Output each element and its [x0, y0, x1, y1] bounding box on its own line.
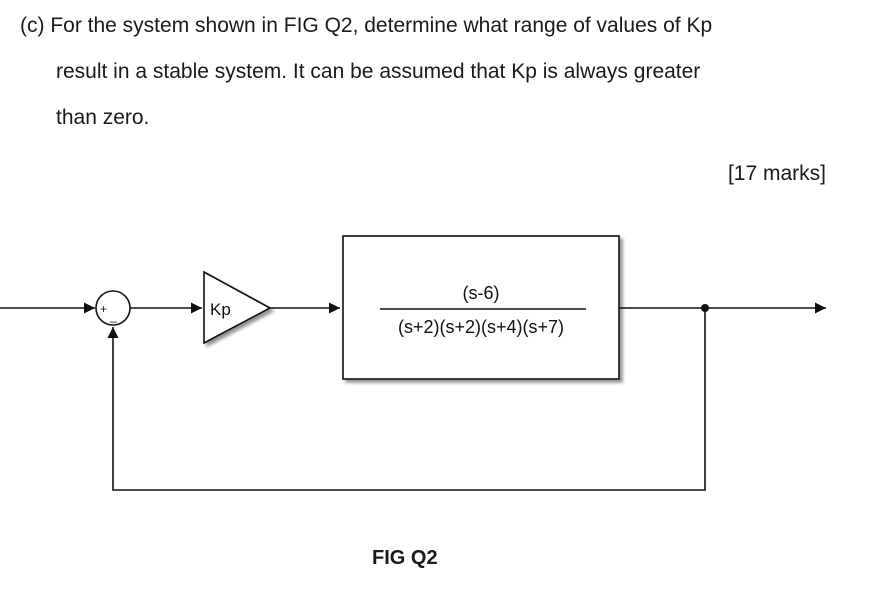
gain-label: Kp — [210, 300, 231, 319]
feedback-path — [107, 308, 706, 491]
marks-label: [17 marks] — [727, 162, 826, 185]
tf-denominator: (s+2)(s+2)(s+4)(s+7) — [398, 317, 564, 337]
summing-junction: + _ — [95, 290, 131, 326]
sum-minus-sign: _ — [109, 309, 117, 323]
figure-caption: FIG Q2 — [372, 547, 438, 569]
transfer-function-block: (s-6) (s+2)(s+2)(s+4)(s+7) — [342, 235, 620, 380]
question-line-3: than zero. — [56, 106, 150, 129]
question-text: (c) For the system shown in FIG Q2, dete… — [20, 3, 860, 141]
tf-numerator: (s-6) — [463, 283, 500, 303]
question-line-1: (c) For the system shown in FIG Q2, dete… — [20, 14, 713, 37]
question-line-2: result in a stable system. It can be ass… — [56, 60, 701, 83]
gain-block: Kp — [203, 270, 272, 345]
sum-plus-sign: + — [100, 302, 107, 316]
